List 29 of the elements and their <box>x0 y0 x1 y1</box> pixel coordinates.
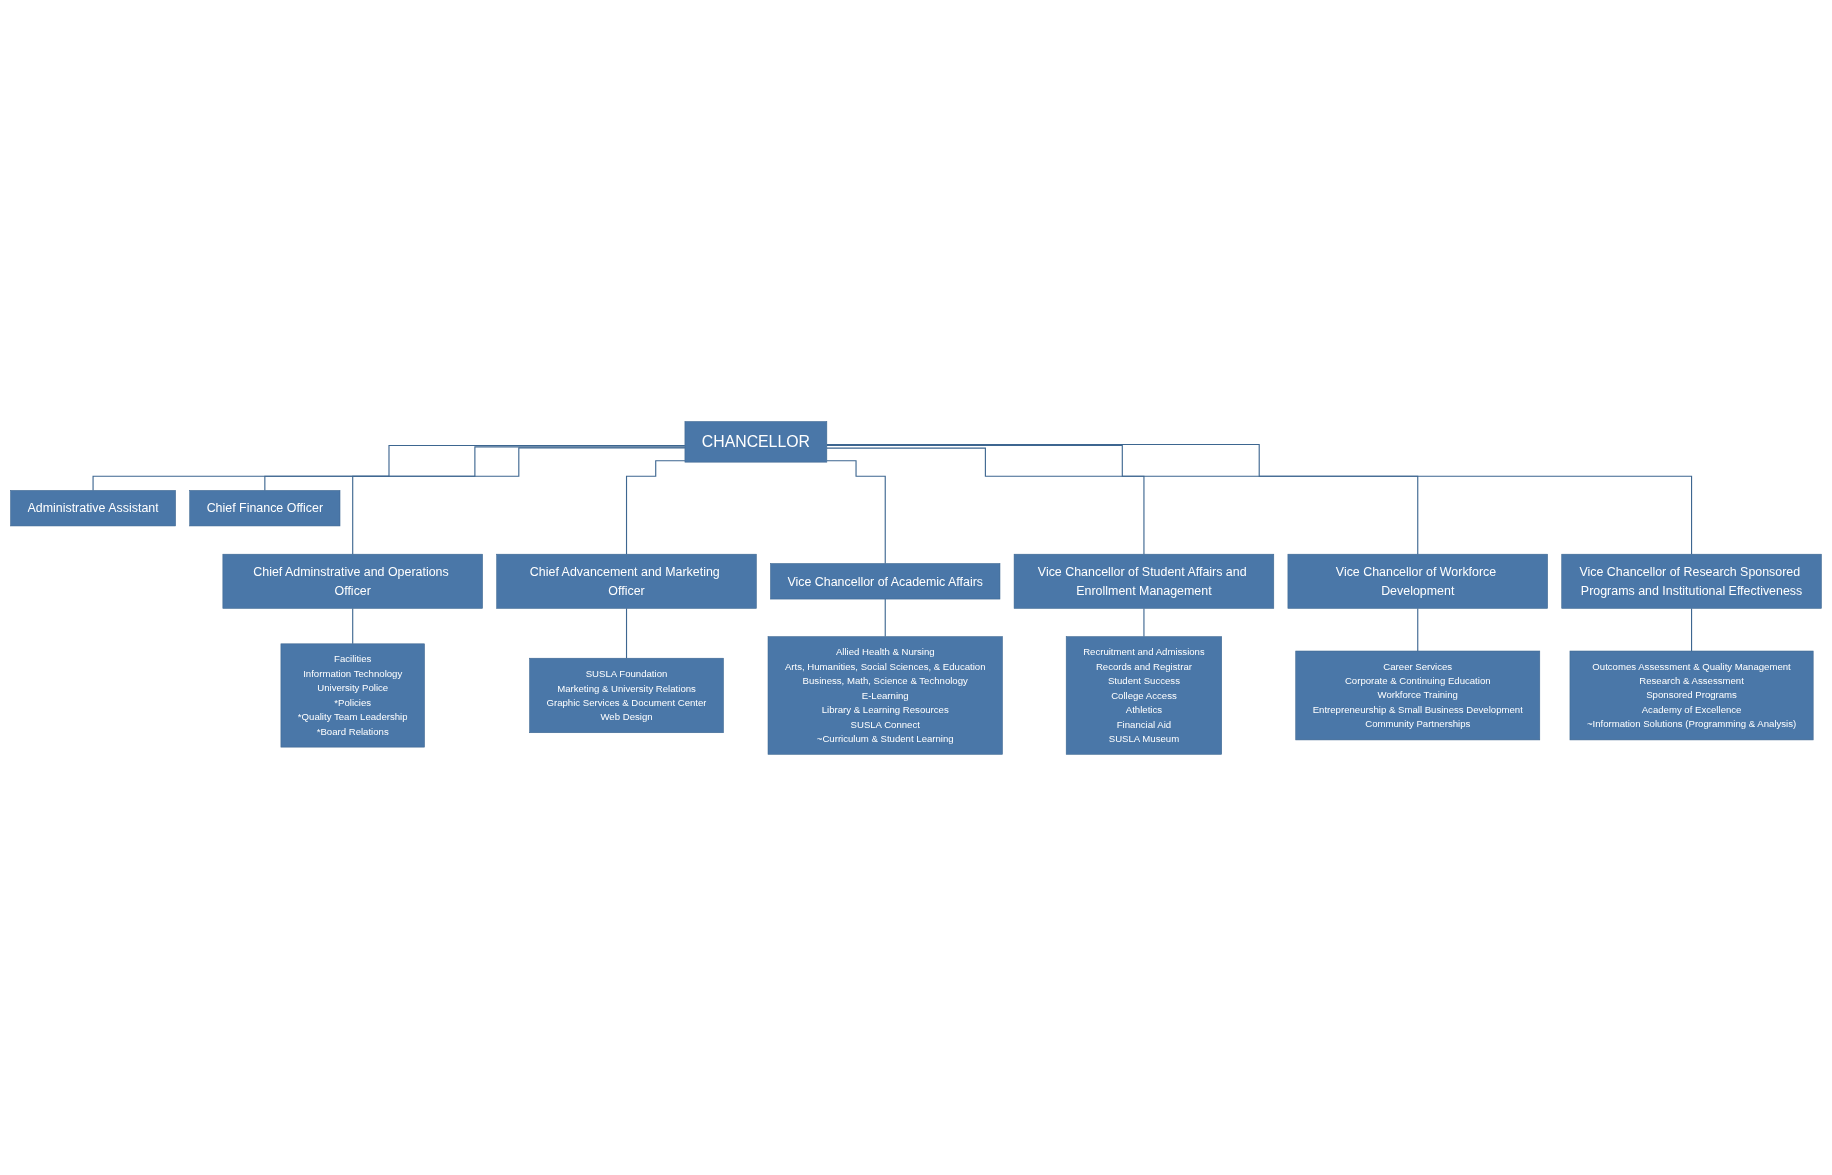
node-box: Allied Health & Nursing Arts, Humanities, Social Sciences, & Education Business, Math, Science & Technology E-Learning Library & Learning Resources SUSLA Connect ~Curriculum & Student Learning <box>767 635 1003 755</box>
connector <box>826 447 1145 555</box>
node-box: Vice Chancellor of Research Sponsored Programs and Institutional Effectiveness <box>1561 553 1822 609</box>
node-box: Chief Adminstrative and Operations Officer <box>222 553 483 609</box>
connector <box>625 459 686 555</box>
connector <box>1691 607 1693 652</box>
connector <box>1143 607 1145 637</box>
node-box: Administrative Assistant <box>10 489 176 526</box>
connector <box>884 598 886 637</box>
node-box: Vice Chancellor of Workforce Development <box>1287 553 1548 609</box>
connector <box>826 444 1419 555</box>
node-box: Recruitment and Admissions Records and Registrar Student Success College Access Athletics Financial Aid SUSLA Museum <box>1065 635 1222 755</box>
connector <box>264 445 686 491</box>
connector <box>352 446 686 555</box>
node-box: Chief Advancement and Marketing Officer <box>496 553 757 609</box>
connector <box>826 443 1693 555</box>
connector <box>625 607 628 659</box>
node-box: Career Services Corporate & Continuing Education Workforce Training Entrepreneurship & Small Business Development Community Partnerships <box>1295 650 1541 740</box>
node-box: Vice Chancellor of Student Affairs and Enrollment Management <box>1013 553 1275 609</box>
node-box: Vice Chancellor of Academic Affairs <box>770 562 1001 599</box>
connector <box>1417 607 1419 652</box>
node-box: Outcomes Assessment & Quality Management Research & Assessment Sponsored Programs Academy of Excellence ~Information Solutions (Programming & Analysis) <box>1569 650 1814 740</box>
node-box: Chief Finance Officer <box>189 489 341 526</box>
node-box: CHANCELLOR <box>684 420 828 462</box>
node-box: SUSLA Foundation Marketing & University Relations Graphic Services & Document Center Web Design <box>529 657 724 733</box>
node-box: Facilities Information Technology University Police *Policies *Quality Team Leadership *Board Relations <box>280 643 425 747</box>
connector <box>352 607 354 644</box>
connector <box>92 444 686 491</box>
connector <box>826 459 886 564</box>
